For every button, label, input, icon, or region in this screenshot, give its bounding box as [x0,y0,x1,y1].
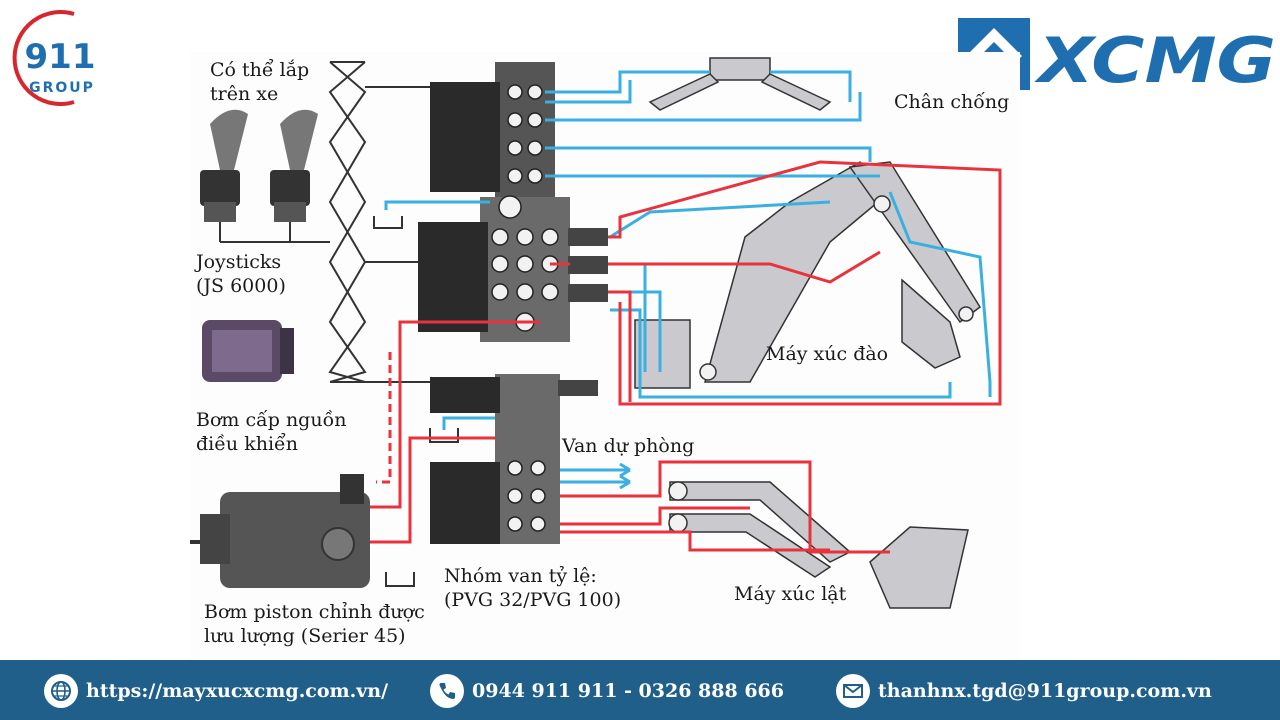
logo-911-number: 911 [25,37,96,77]
footer-email[interactable]: thanhnx.tgd@911group.com.vn [836,674,1212,708]
joystick-left [200,109,248,222]
logo-911-mark: 911 GROUP [12,10,96,106]
joystick-right [270,109,318,222]
label-piston-pump: Bơm piston chỉnh được lưu lượng (Serier … [204,601,425,647]
loader-machine [668,481,969,609]
label-pilot-pump: Bơm cấp nguồn điều khiển [196,409,347,455]
tank-symbols [373,216,459,587]
logo-911-word: GROUP [29,80,95,96]
mail-icon [836,674,870,708]
website-link[interactable]: https://mayxucxcmg.com.vn/ [86,680,389,702]
footer-phone[interactable]: 0944 911 911 - 0326 888 666 [430,674,784,708]
brand-logo-911group: 911 GROUP [4,6,108,110]
variable-piston-pump [190,474,370,588]
xcmg-word: XCMG [1033,24,1276,94]
hydraulic-supply-lines [370,160,1002,554]
valve-bank-loader [430,374,598,544]
can-bus-cable [219,61,430,383]
label-outriggers: Chân chống [894,91,1010,113]
hydraulic-schematic [190,57,1002,609]
hydraulic-return-lines [384,70,992,498]
phone-numbers[interactable]: 0944 911 911 - 0326 888 666 [472,680,784,702]
label-valve-group: Nhóm van tỷ lệ: (PVG 32/PVG 100) [444,565,622,611]
globe-icon [44,674,78,708]
valve-bank-excavator [418,195,608,342]
label-joysticks: Joysticks (JS 6000) [196,251,286,297]
label-loader: Máy xúc lật [734,583,847,605]
outrigger-legs [648,57,832,111]
label-mount: Có thể lắp trên xe [210,59,310,105]
footer-website[interactable]: https://mayxucxcmg.com.vn/ [44,674,388,708]
label-spare-valve: Van dự phòng [562,435,695,457]
hydraulic-diagram: Có thể lắp trên xe Joysticks (JS 6000) B… [190,52,1020,660]
contact-footer: https://mayxucxcmg.com.vn/ 0944 911 911 … [0,660,1280,720]
label-excavator: Máy xúc đào [766,343,889,365]
email-address[interactable]: thanhnx.tgd@911group.com.vn [878,680,1212,702]
pilot-supply-pump [202,320,294,382]
phone-icon [430,674,464,708]
valve-bank-outriggers [430,62,555,197]
